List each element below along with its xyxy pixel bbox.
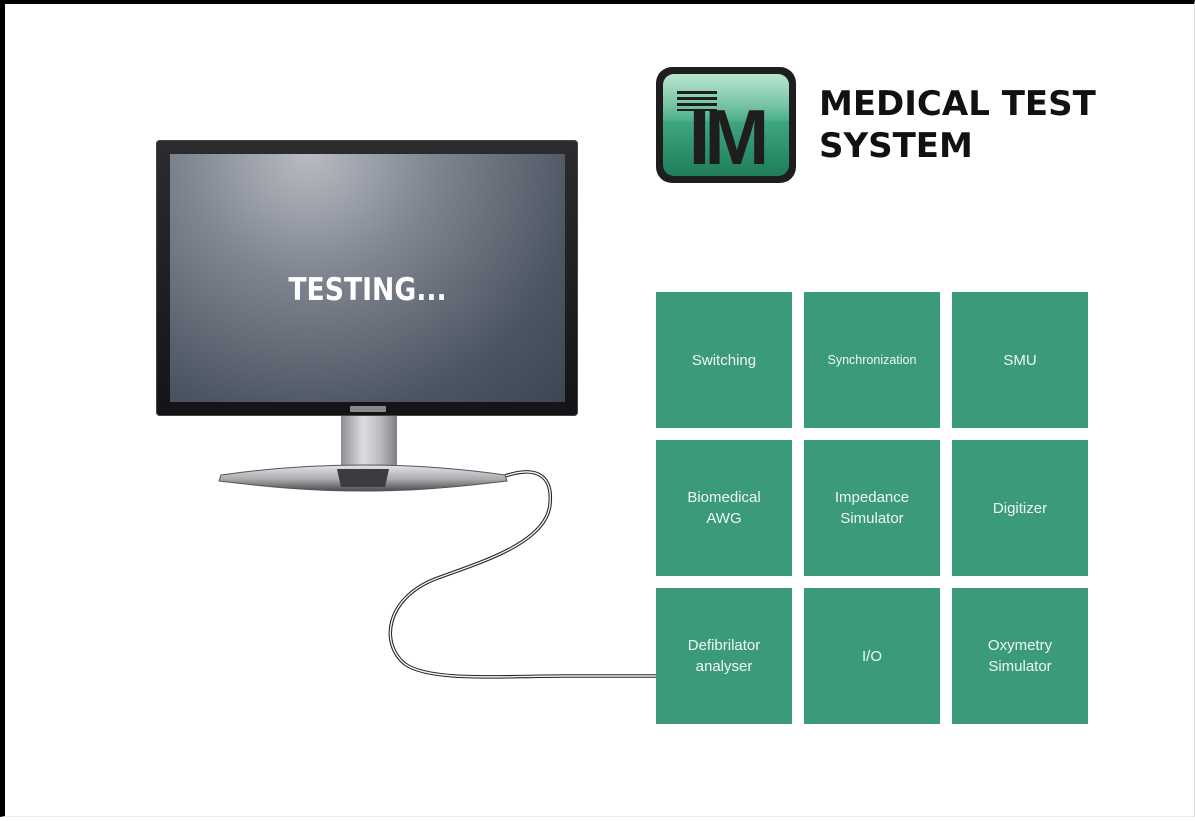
module-tile-impedance-simulator: Impedance Simulator [804, 440, 940, 576]
logo-badge-face: IM [663, 74, 789, 176]
module-tile-smu: SMU [952, 292, 1088, 428]
module-label: Biomedical AWG [687, 489, 761, 527]
module-label: SMU [1003, 351, 1037, 369]
module-grid: Switching Synchronization SMU Biomedical… [656, 292, 1089, 726]
screen-status-text: TESTING... [288, 272, 447, 308]
module-tile-defibrilator-analyser: Defibrilator analyser [656, 588, 792, 724]
logo-monogram: IM [688, 93, 770, 176]
logo-title-line-2: SYSTEM [819, 126, 973, 166]
logo-badge: IM [656, 67, 796, 183]
logo-stripes [677, 91, 717, 111]
module-tile-switching: Switching [656, 292, 792, 428]
module-label: Synchronization [827, 352, 917, 367]
monitor-stand-base [218, 464, 508, 492]
module-label: Oxymetry Simulator [987, 637, 1053, 675]
connection-cable [388, 470, 656, 679]
module-tile-biomedical-awg: Biomedical AWG [656, 440, 792, 576]
module-label: Impedance Simulator [834, 489, 910, 527]
module-tile-synchronization: Synchronization [804, 292, 940, 428]
module-tile-digitizer: Digitizer [952, 440, 1088, 576]
logo-title: MEDICAL TEST SYSTEM [819, 83, 1179, 167]
module-label: Switching [691, 351, 757, 369]
monitor-stand-neck [341, 416, 397, 468]
module-label: Digitizer [992, 499, 1048, 517]
module-tile-oxymetry-simulator: Oxymetry Simulator [952, 588, 1088, 724]
monitor-screen: TESTING... [170, 154, 565, 402]
logo-title-line-1: MEDICAL TEST [819, 84, 1096, 124]
module-label: Defibrilator analyser [687, 637, 761, 675]
module-label: I/O [861, 647, 882, 665]
module-tile-io: I/O [804, 588, 940, 724]
monitor-brand-badge [350, 406, 386, 412]
